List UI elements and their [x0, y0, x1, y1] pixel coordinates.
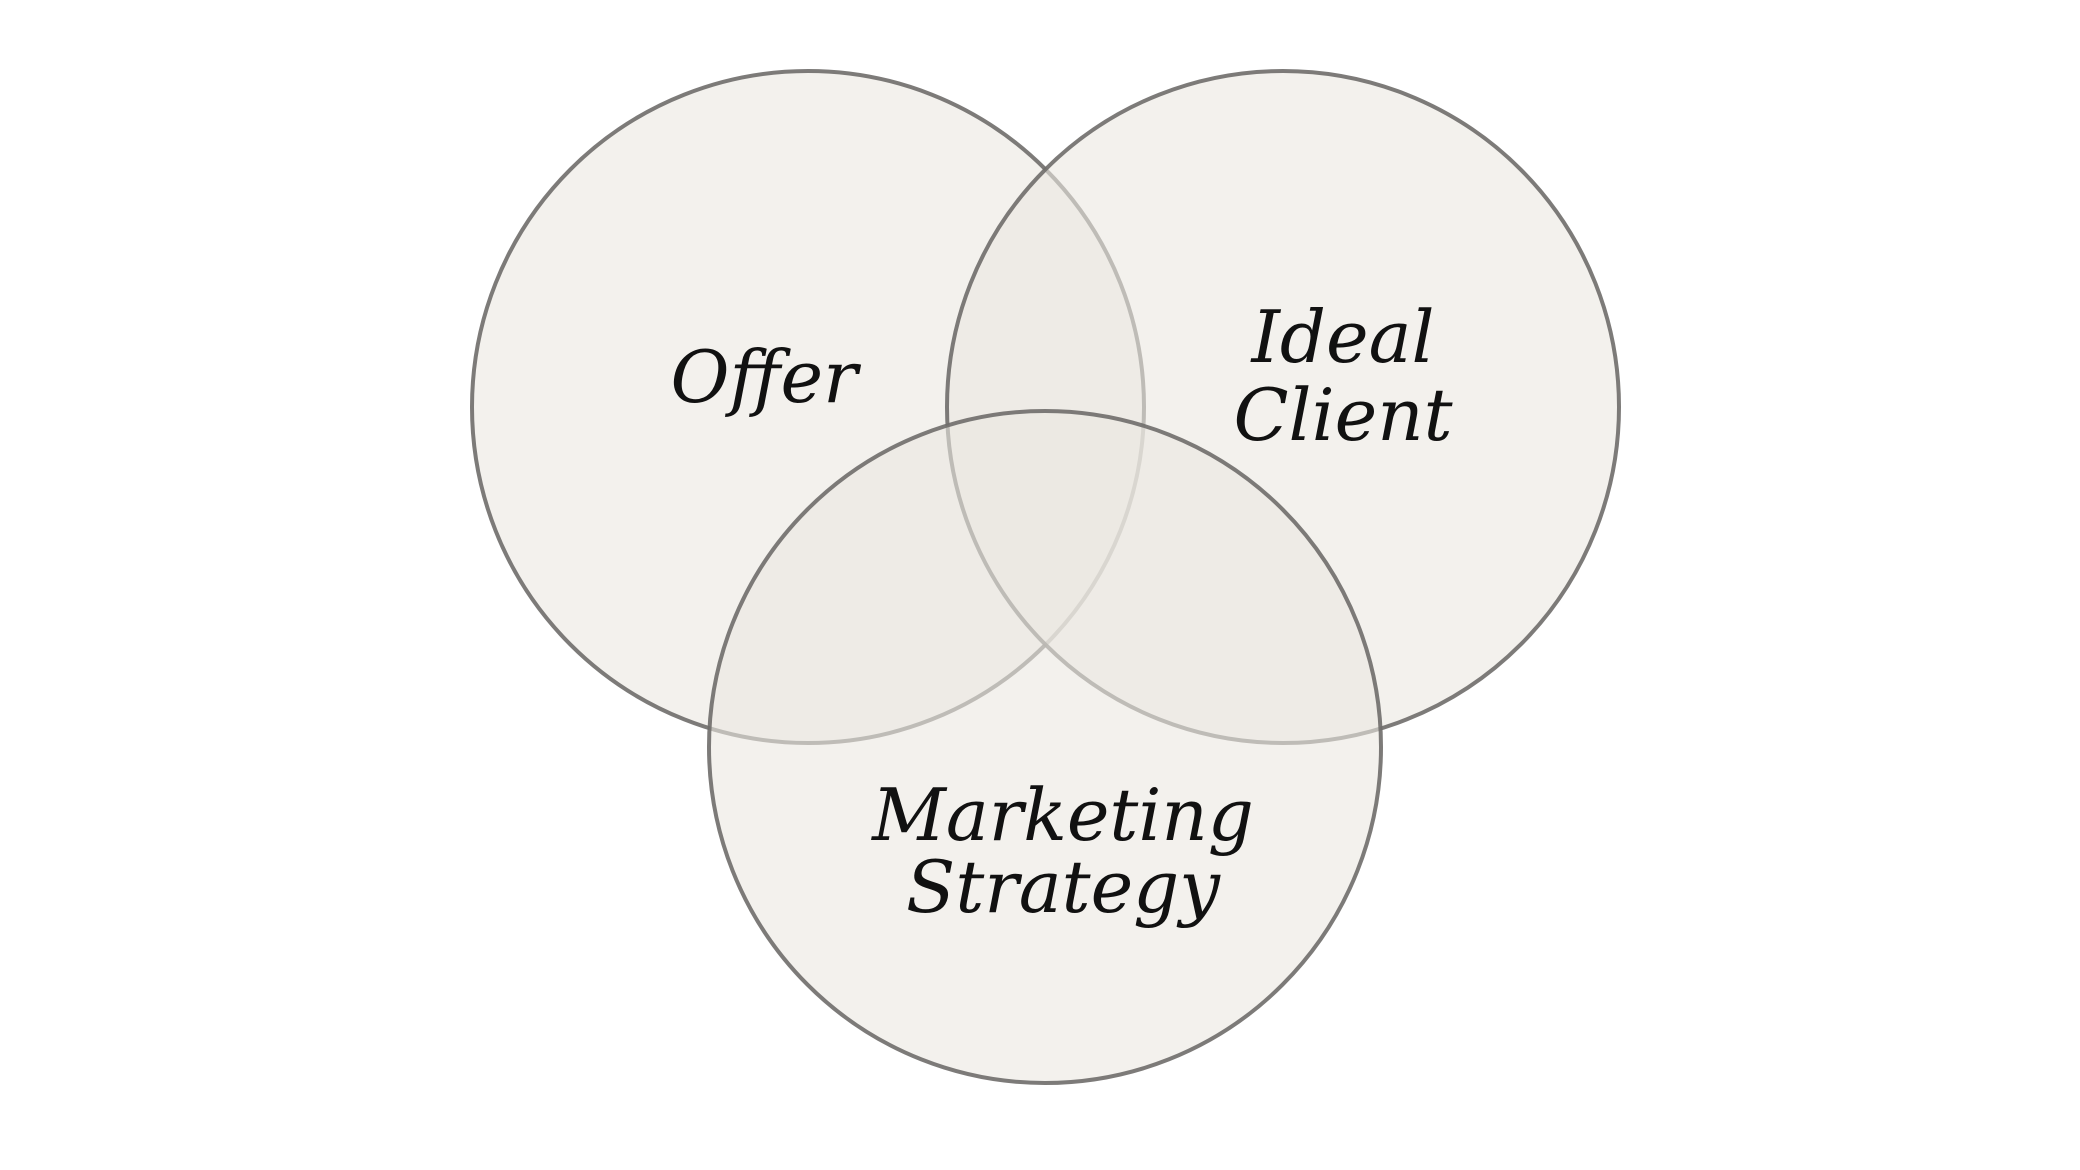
marketing-strategy-label-line2: Strategy	[906, 845, 1221, 929]
marketing-strategy-label-line1: Marketing	[870, 773, 1254, 857]
ideal-client-label-line2: Client	[1233, 373, 1453, 457]
ideal-client-label-line1: Ideal	[1249, 295, 1434, 379]
offer-label: Offer	[670, 335, 861, 419]
marketing-strategy-circle	[707, 409, 1383, 1085]
